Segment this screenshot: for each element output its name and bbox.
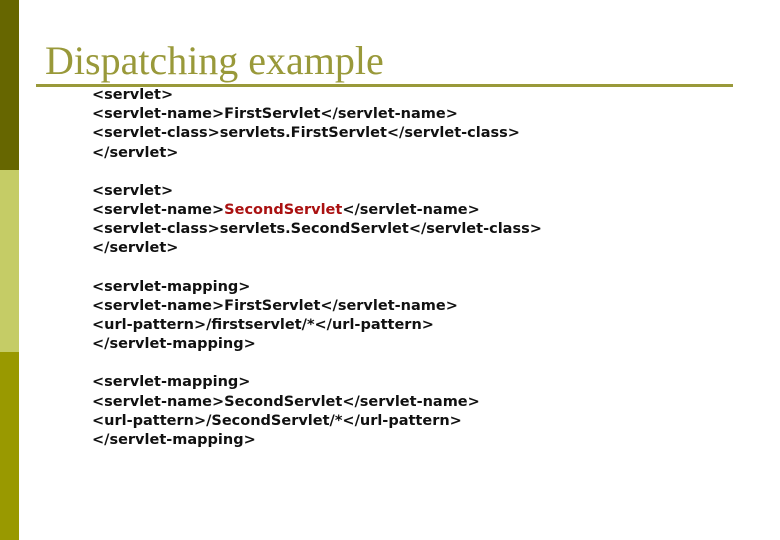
title-underline [36, 84, 733, 87]
code-text-segment: <servlet-mapping> [92, 374, 251, 391]
code-text-segment: </servlet-name> [342, 202, 480, 219]
code-text-segment: <servlet-class>servlets.SecondServlet</s… [92, 221, 542, 238]
code-text-segment: </servlet-mapping> [92, 432, 256, 449]
code-line: <servlet-class>servlets.SecondServlet</s… [92, 220, 542, 239]
code-line: <servlet-name>FirstServlet</servlet-name… [92, 297, 542, 316]
code-line: <servlet-class>servlets.FirstServlet</se… [92, 124, 542, 143]
code-text-segment: <servlet> [92, 87, 174, 103]
code-line: <servlet-mapping> [92, 278, 542, 297]
code-text-segment: <servlet-name>FirstServlet</servlet-name… [92, 297, 458, 314]
code-text-segment: <servlet> [92, 182, 174, 199]
code-line: </servlet-mapping> [92, 431, 542, 450]
code-line: </servlet> [92, 144, 542, 163]
code-text-segment: </servlet> [92, 240, 179, 257]
code-line: <servlet> [92, 86, 542, 105]
code-text-segment: <servlet-class>servlets.FirstServlet</se… [92, 125, 520, 142]
code-text-segment: <servlet-name> [92, 202, 225, 219]
code-line: <url-pattern>/firstservlet/*</url-patter… [92, 316, 542, 335]
highlighted-servlet-name: SecondServlet [224, 202, 343, 219]
code-text-segment: <servlet-mapping> [92, 278, 251, 295]
code-line: <url-pattern>/SecondServlet/*</url-patte… [92, 412, 542, 431]
slide-title: Dispatching example [45, 38, 384, 83]
code-text-segment: <url-pattern>/firstservlet/*</url-patter… [92, 317, 434, 334]
code-line: </servlet> [92, 239, 542, 258]
code-line: <servlet> [92, 182, 542, 201]
title-block: Dispatching example [36, 40, 733, 87]
code-text-segment: <servlet-name>FirstServlet</servlet-name… [92, 106, 458, 123]
code-line: </servlet-mapping> [92, 335, 542, 354]
left-accent-bar [0, 0, 19, 540]
code-line: <servlet-name>SecondServlet</servlet-nam… [92, 201, 542, 220]
code-area: <servlet> <servlet-name>FirstServlet</ser… [92, 86, 542, 469]
code-line: <servlet-name>FirstServlet</servlet-name… [92, 105, 542, 124]
code-block-servlet-mapping-second: <servlet-mapping> <servlet-name>SecondSer… [92, 373, 542, 450]
code-text-segment: <url-pattern>/SecondServlet/*</url-patte… [92, 412, 462, 429]
code-text-segment: <servlet-name>SecondServlet</servlet-nam… [92, 393, 480, 410]
code-block-servlet-mapping-first: <servlet-mapping> <servlet-name>FirstServ… [92, 278, 542, 355]
code-block-servlet-declaration-second: <servlet><servlet-name>SecondServlet</se… [92, 182, 542, 259]
accent-bar-top-segment [0, 0, 19, 170]
code-text-segment: </servlet> [92, 144, 179, 161]
code-line: <servlet-mapping> [92, 373, 542, 392]
code-line: <servlet-name>SecondServlet</servlet-nam… [92, 393, 542, 412]
code-text-segment: </servlet-mapping> [92, 336, 256, 353]
code-block-servlet-declaration-first: <servlet> <servlet-name>FirstServlet</ser… [92, 86, 542, 163]
accent-bar-bottom-segment [0, 352, 19, 540]
accent-bar-middle-segment [0, 170, 19, 352]
